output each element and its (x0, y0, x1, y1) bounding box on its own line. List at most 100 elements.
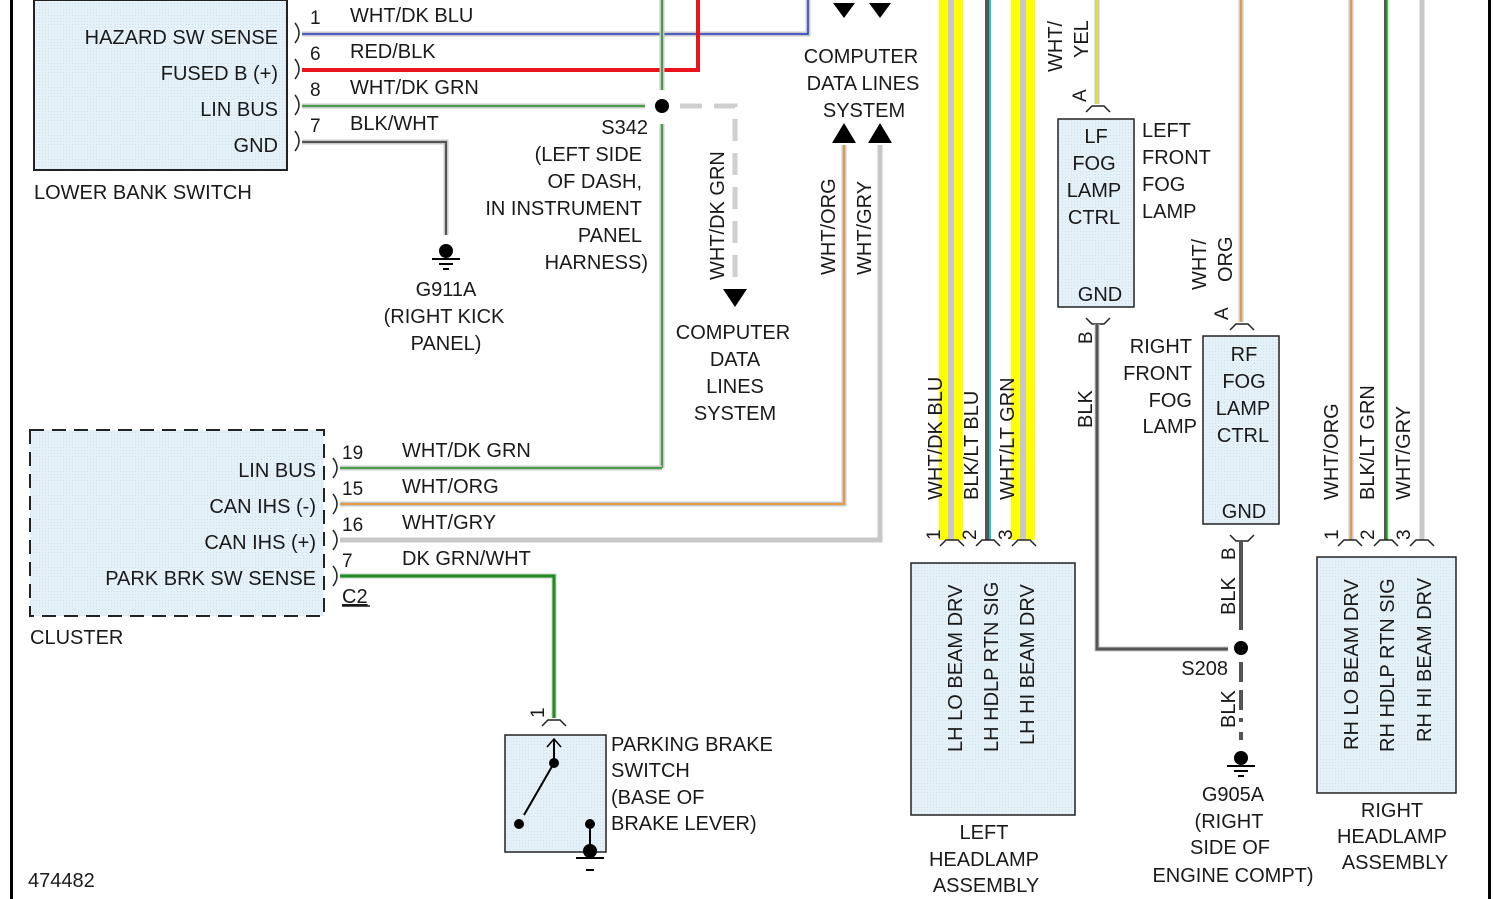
pin-label-gnd: GND (234, 135, 278, 157)
wire-blk-wht (302, 139, 449, 235)
wire-blk-wht-stripe (302, 141, 447, 235)
wire-color-label: WHT/DK GRN (402, 440, 531, 462)
rf-fog-lamp: WHT/ ORG A RF FOG LAMP CTRL GND RIGHT FR… (1123, 0, 1280, 630)
box-label: CTRL (1217, 425, 1269, 447)
left-headlamp-assembly: LH LO BEAM DRV LH HDLP RTN SIG LH HI BEA… (910, 562, 1076, 897)
box-label: LF (1084, 126, 1107, 148)
arrow-up-icon (832, 123, 856, 143)
box-label: CTRL (1068, 207, 1120, 229)
wire-color-label: WHT/ORG (1321, 403, 1343, 500)
arrow-down-icon (723, 289, 747, 307)
splice-location: OF DASH, (548, 171, 642, 193)
cdl-label: COMPUTER (804, 46, 918, 68)
pin-number: 19 (342, 443, 363, 464)
wire-color-label: BLK/WHT (350, 113, 439, 135)
cdl-label: SYSTEM (694, 403, 776, 425)
splice-s342: S342 (LEFT SIDE OF DASH, IN INSTRUMENT P… (485, 99, 747, 468)
component-label: RIGHT (1130, 336, 1192, 358)
pin-number: 2 (960, 529, 981, 540)
arrow-up-icon (868, 123, 892, 143)
connector-brackets (1337, 539, 1435, 547)
pin-number: 1 (1322, 529, 1343, 540)
left-headlamp-box (910, 562, 1076, 816)
cdl-label: SYSTEM (823, 100, 905, 122)
pin-number: 1 (924, 529, 945, 540)
connector-bracket (1085, 105, 1111, 113)
splice-id: S342 (601, 117, 648, 139)
cdl-label: DATA (710, 349, 761, 371)
connector-id: C2 (342, 586, 368, 608)
pin-label: LIN BUS (238, 460, 316, 482)
wire-color-label: BLK/LT BLU (961, 391, 983, 500)
pin-label: CAN IHS (-) (209, 496, 316, 518)
pin-number: 8 (310, 80, 321, 101)
connector-bracket (1229, 323, 1255, 331)
switch-contact (514, 819, 524, 829)
left-headlamp-wires: WHT/DK BLU BLK/LT BLU WHT/LT GRN 1 2 3 (924, 0, 1037, 547)
wire-wht-dk-blu-stripe (302, 0, 809, 35)
ground-location: SIDE OF (1190, 837, 1270, 859)
connector-bracket (1229, 534, 1255, 542)
wire-color-label: WHT/GRY (854, 181, 876, 275)
pin-number: 6 (310, 44, 321, 65)
cdl-label: DATA LINES (807, 73, 920, 95)
wire-dashed-branch (680, 103, 738, 285)
ground-location: ENGINE COMPT) (1152, 865, 1313, 887)
wire-color-label: WHT/LT GRN (997, 377, 1019, 500)
wire-color-label: WHT/GRY (1393, 406, 1415, 500)
splice-location: PANEL (578, 225, 642, 247)
wire-blk-stripe (1095, 324, 1228, 651)
box-label: GND (1222, 501, 1266, 523)
component-label: LAMP (1143, 416, 1197, 438)
right-headlamp-wires: WHT/ORG BLK/LT GRN WHT/GRY 1 2 3 (1321, 0, 1435, 547)
component-label: FOG (1142, 174, 1185, 196)
connector-brackets (939, 539, 1037, 547)
ground-id: G911A (416, 279, 477, 301)
cluster-title: CLUSTER (30, 627, 123, 649)
ground-g911a: G911A (RIGHT KICK PANEL) (384, 244, 505, 355)
cluster-box (29, 429, 325, 617)
box-label: GND (1078, 284, 1122, 306)
box-label: LAMP (1067, 180, 1121, 202)
assembly-title: ASSEMBLY (933, 875, 1039, 897)
pin-function: LH HDLP RTN SIG (981, 582, 1003, 752)
ground-dot (583, 844, 597, 858)
splice-location: HARNESS) (545, 252, 648, 274)
ground-location: (RIGHT (1195, 811, 1264, 833)
ground-location: (RIGHT KICK (384, 306, 505, 328)
splice-s208: S208 BLK (1181, 641, 1248, 740)
ground-dot (1234, 751, 1248, 765)
wire-color-label: WHT/ (1189, 238, 1211, 290)
pin-label-fused-b: FUSED B (+) (161, 63, 278, 85)
ground-dot (439, 244, 453, 258)
wire-color-label: BLK (1218, 690, 1240, 728)
wires-lower-bank (302, 0, 811, 235)
arrow-up-icon (546, 737, 562, 748)
pin-number: 1 (528, 707, 549, 718)
wire-color-label: WHT/DK GRN (350, 77, 479, 99)
arrow-down-icon (869, 3, 891, 18)
pin-number: 3 (996, 529, 1017, 540)
lower-bank-switch-title: LOWER BANK SWITCH (34, 182, 252, 204)
wire-color-label: WHT/ (1045, 20, 1067, 72)
switch-arm (523, 762, 555, 816)
pin-function: RH LO BEAM DRV (1341, 579, 1363, 750)
pin-number: 15 (342, 479, 363, 500)
wire-blk-lt-blu-stripe (989, 0, 991, 540)
pin-number: 1 (310, 8, 321, 29)
wire-wht-dk-blu (948, 0, 954, 540)
right-headlamp-assembly: RH LO BEAM DRV RH HDLP RTN SIG RH HI BEA… (1316, 556, 1457, 874)
wire-blk-lt-blu (985, 0, 990, 540)
component-label: PARKING BRAKE (611, 734, 773, 756)
wire-wht-org-stripe (340, 145, 845, 505)
pin-function: LH HI BEAM DRV (1017, 584, 1039, 745)
component-label: FRONT (1123, 363, 1192, 385)
wire-dk-grn-wht-stripe (340, 574, 556, 718)
component-label: (BASE OF (611, 787, 704, 809)
pin-label: PARK BRK SW SENSE (105, 568, 316, 590)
pin-letter: A (1212, 307, 1233, 320)
component-label: LAMP (1142, 201, 1196, 223)
lower-bank-switch: HAZARD SW SENSE FUSED B (+) LIN BUS GND … (33, 0, 479, 204)
connector-bracket (1085, 317, 1111, 325)
